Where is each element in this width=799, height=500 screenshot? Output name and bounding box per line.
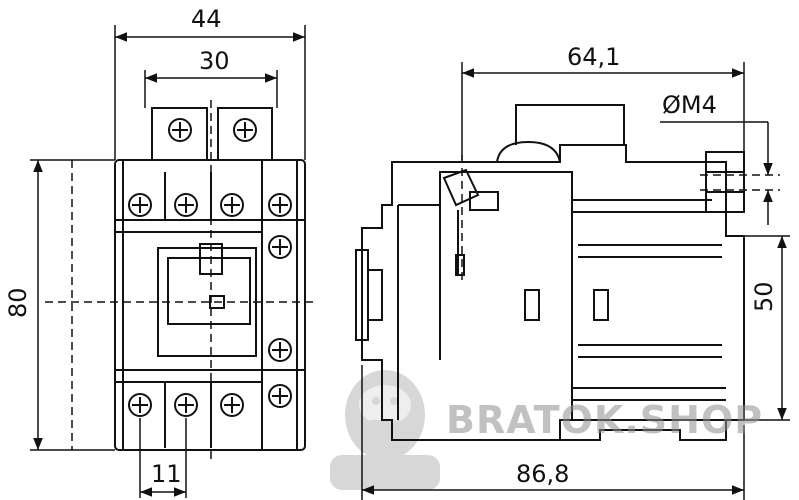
dim-width-terminals: 30 xyxy=(199,47,230,75)
watermark-text: BRATOK.SHOP xyxy=(446,398,764,442)
dim-depth-top: 64,1 xyxy=(567,43,621,71)
front-dimensions xyxy=(30,25,306,498)
front-view-screws xyxy=(128,118,292,417)
dim-height-overall: 80 xyxy=(4,287,32,318)
side-view xyxy=(355,104,745,441)
dim-hole-diameter: ØM4 xyxy=(662,91,717,119)
dim-depth-overall: 86,8 xyxy=(516,460,570,488)
side-view-centerlines xyxy=(461,155,780,280)
front-view xyxy=(114,107,306,451)
dim-width-overall: 44 xyxy=(191,5,222,33)
dim-mounting-height: 50 xyxy=(750,281,778,312)
dim-terminal-pitch: 11 xyxy=(151,460,182,488)
front-view-centerlines xyxy=(45,100,315,460)
watermark-mascot xyxy=(330,370,440,490)
side-dimensions xyxy=(361,62,790,500)
